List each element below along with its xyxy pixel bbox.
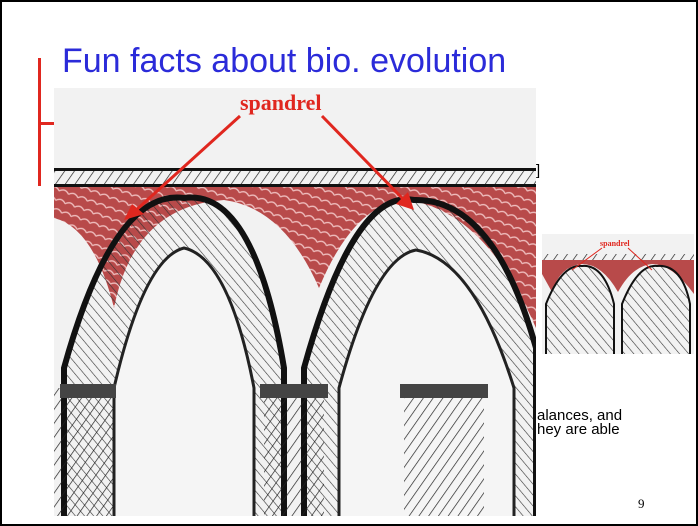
slide-title: Fun facts about bio. evolution xyxy=(62,42,506,81)
bracket-char: ] xyxy=(536,162,540,179)
text-fragment-2: hey are able xyxy=(537,422,620,438)
spandrel-thumbnail: spandrel xyxy=(542,234,694,354)
thumb-spandrel-label: spandrel xyxy=(600,239,630,248)
spandrel-label: spandrel xyxy=(240,90,322,115)
spandrel-illustration: spandrel xyxy=(54,88,536,516)
page-number: 9 xyxy=(638,496,645,512)
